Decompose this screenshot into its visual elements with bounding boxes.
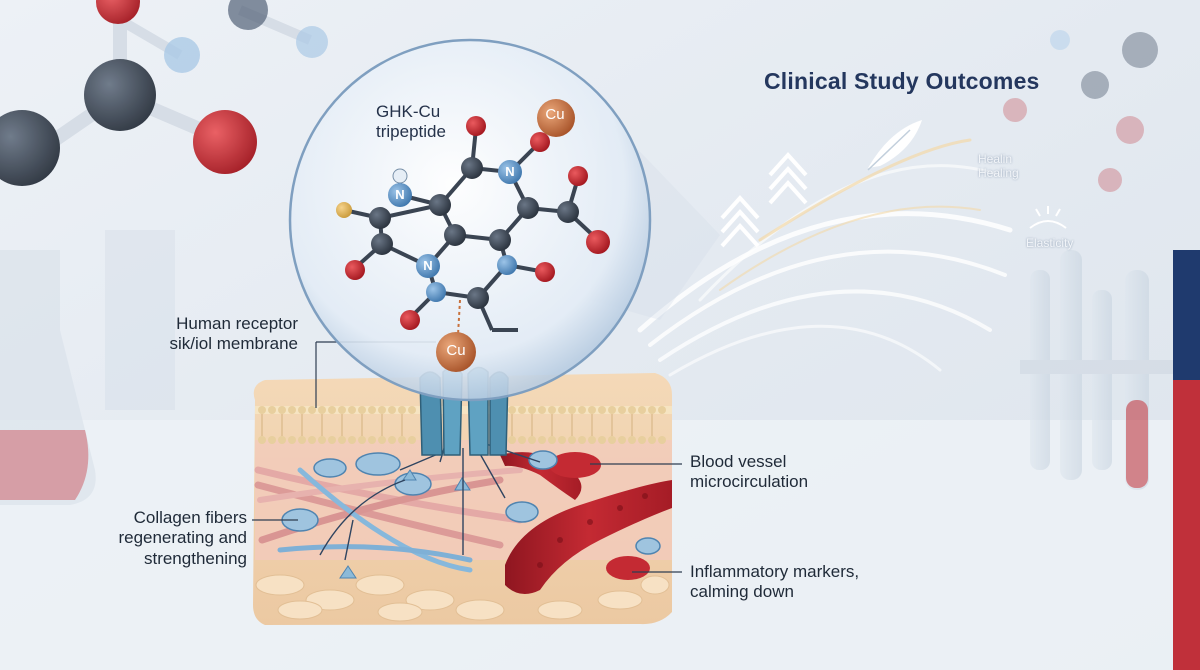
healing-label-line: Healing xyxy=(978,166,1019,181)
splash-icon xyxy=(1029,206,1067,229)
page-title: Clinical Study Outcomes xyxy=(764,68,1040,94)
molecule-atoms xyxy=(336,99,610,372)
molecule-label: GHK-Cu tripeptide xyxy=(376,102,446,143)
inflammatory-label-line: Inflammatory markers, xyxy=(690,562,860,581)
blood-label-line: microcirculation xyxy=(690,472,809,492)
collagen-label-line: Collagen fibers xyxy=(133,508,247,527)
copper-label-top: Cu xyxy=(545,106,565,123)
test-tubes-right xyxy=(1003,30,1180,490)
blood-label-line: Blood vessel xyxy=(690,452,787,471)
accent-bar-red xyxy=(1173,380,1200,670)
blood-vessel xyxy=(505,480,672,594)
copper-atom-bottom xyxy=(436,332,476,372)
background-molecule-icon xyxy=(0,0,328,186)
molecule-type: tripeptide xyxy=(376,122,446,142)
accent-bar-navy xyxy=(1173,250,1200,380)
feather-icon xyxy=(867,120,922,171)
membrane-bilayer xyxy=(258,406,666,444)
blood-vessel-label: Blood vessel microcirculation xyxy=(690,452,808,493)
chevron-up-icon xyxy=(720,152,808,248)
flask-left xyxy=(0,230,175,505)
nitrogen-label: N xyxy=(395,187,405,202)
healing-label-line: Healin xyxy=(978,152,1013,166)
elasticity-outcome-label: Elasticity xyxy=(1026,236,1074,250)
nitrogen-label: N xyxy=(423,258,433,273)
skin-cross-section xyxy=(253,366,672,625)
fat-cells xyxy=(255,574,670,622)
outcome-rays xyxy=(637,138,1013,377)
inflammatory-label-line: calming down xyxy=(690,582,794,602)
receptor-label-line: Human receptor xyxy=(176,314,298,333)
copper-atom-top xyxy=(537,99,575,137)
inflammatory-label: Inflammatory markers, calming down xyxy=(690,562,859,603)
healing-outcome-label: Healin Healing xyxy=(978,152,1019,181)
copper-label-bottom: Cu xyxy=(446,342,466,359)
signal-arrows xyxy=(319,441,541,561)
collagen-label: Collagen fibers regenerating and strengt… xyxy=(107,508,247,569)
collagen-label-line: strengthening xyxy=(143,548,247,568)
receptor-label-line: sik/iol membrane xyxy=(169,334,299,354)
nitrogen-label: N xyxy=(505,164,515,179)
molecule-name: GHK-Cu xyxy=(376,102,441,121)
collagen-label-line: regenerating and xyxy=(118,528,247,548)
receptor-label: Human receptor sik/iol membrane xyxy=(163,314,299,355)
